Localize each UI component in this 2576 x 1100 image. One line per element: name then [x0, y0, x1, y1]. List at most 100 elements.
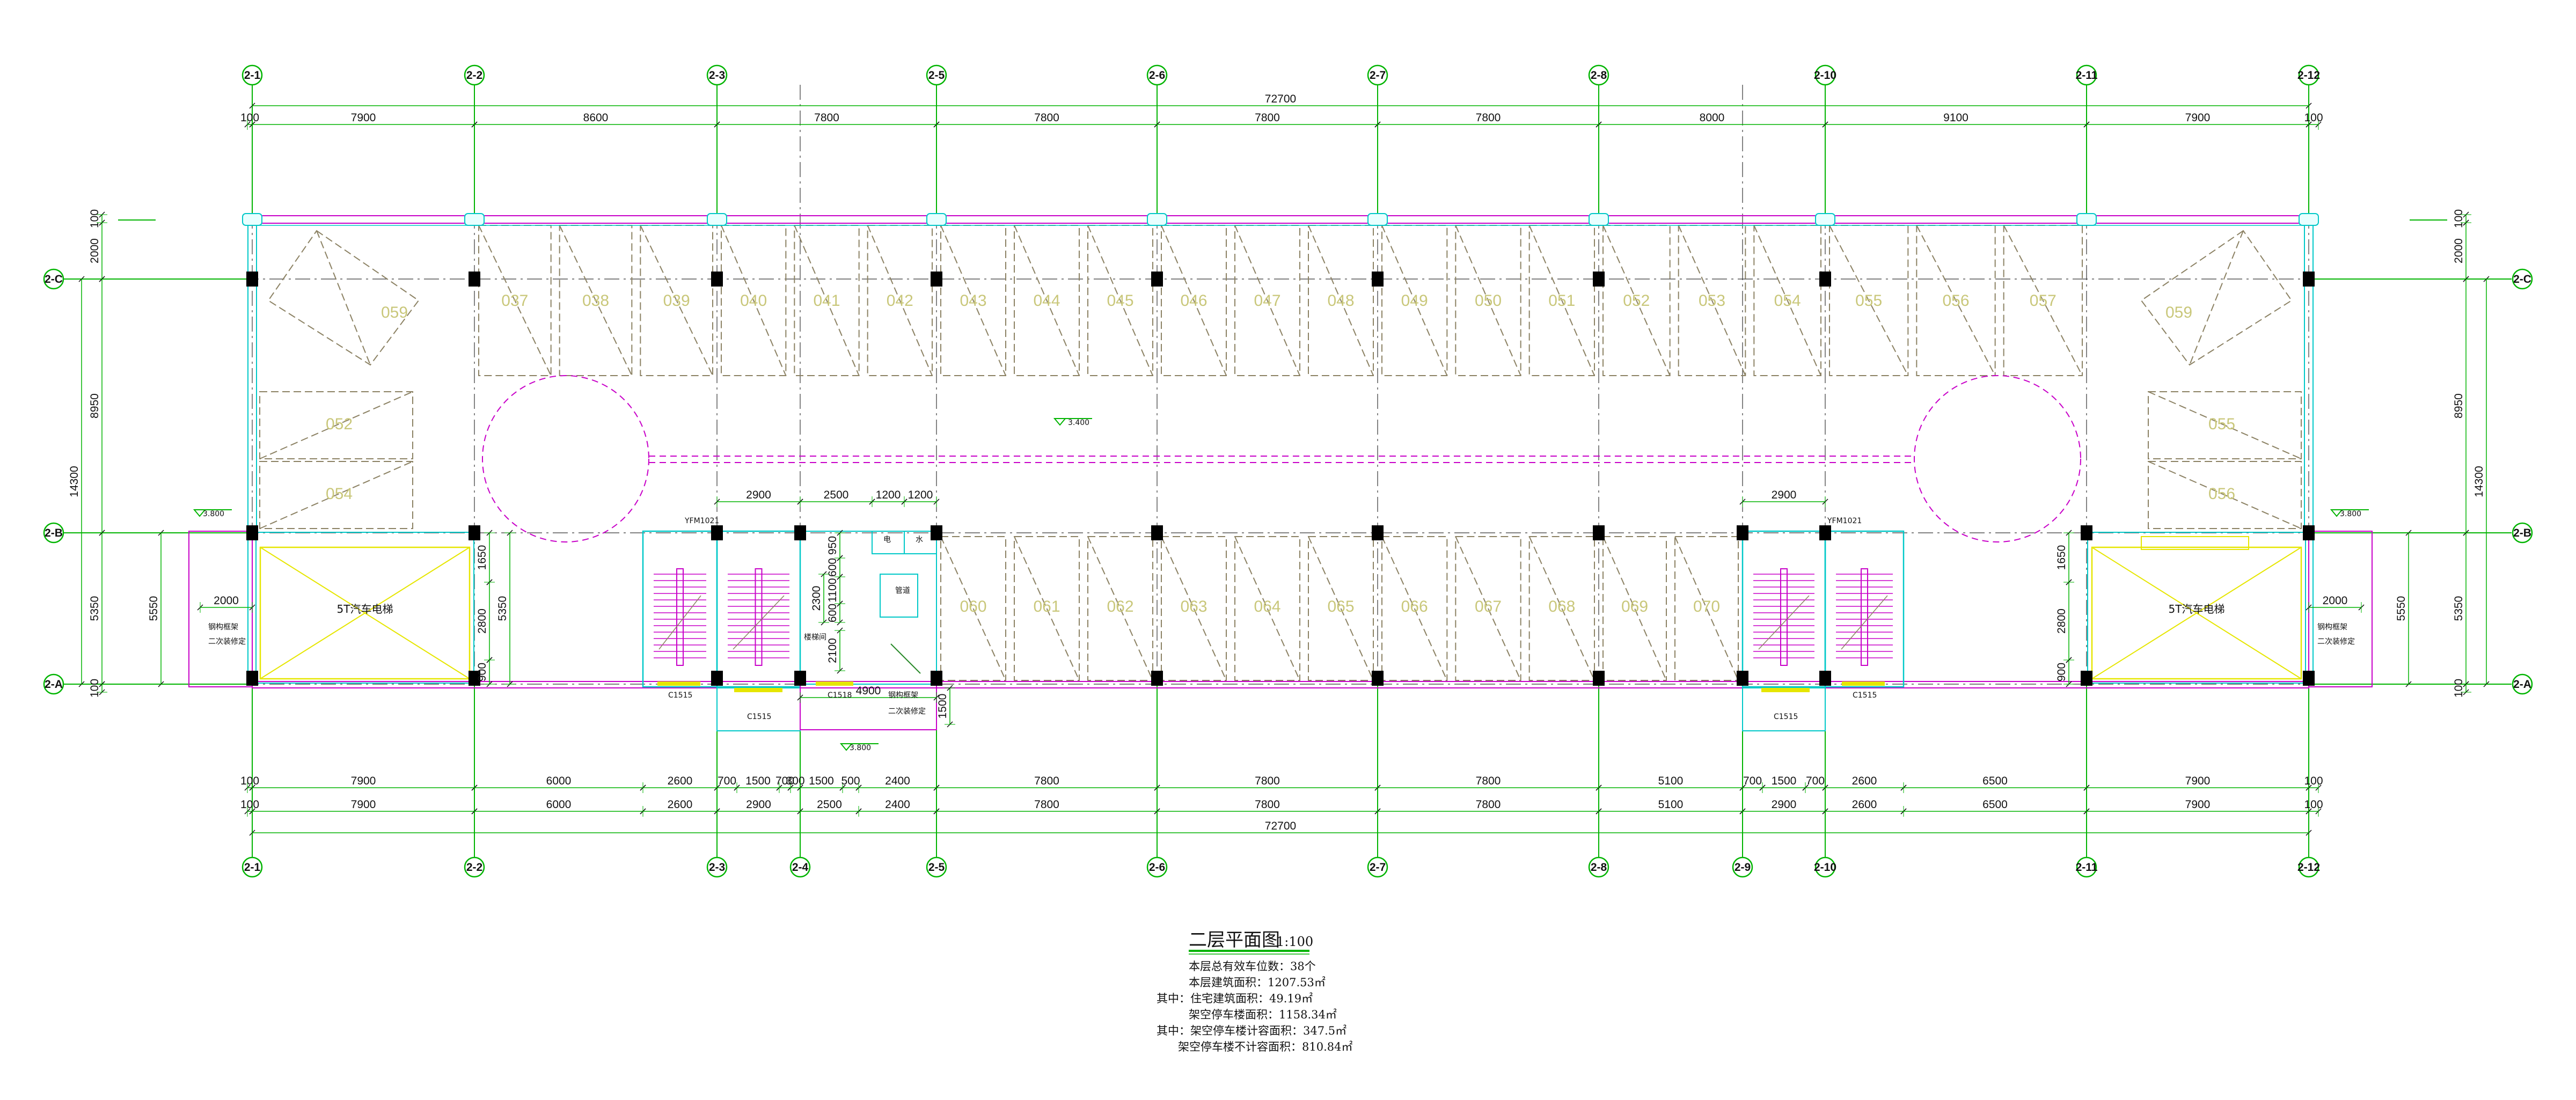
parking-slot-diag — [1161, 225, 1227, 376]
parking-slot-number: 041 — [813, 292, 840, 310]
dim-right-1-text: 2000 — [2453, 238, 2465, 263]
column-cap — [926, 213, 947, 226]
elevator-right-note-2: 二次装修定 — [2317, 637, 2355, 646]
elevation-marker-1 — [193, 509, 207, 517]
parking-slot-number: 056 — [2208, 485, 2235, 503]
parking-slot-diag — [1602, 536, 1667, 681]
dim-left-6-text: 5550 — [148, 596, 160, 621]
parking-slot-diag — [794, 225, 860, 376]
dim-inner-v-7-text: 1650 — [476, 545, 488, 570]
column-b — [1151, 525, 1163, 540]
column-b — [2081, 525, 2092, 540]
window-4 — [1842, 681, 1885, 686]
axis-right-2-A-circle — [2512, 673, 2533, 695]
parking-slot-diag — [1528, 225, 1595, 376]
parking-slot-number: 038 — [582, 292, 609, 310]
dim-left-h-7-text: 2000 — [214, 595, 239, 607]
axis-right-2-A-label: 2-A — [2513, 678, 2531, 691]
column-cap — [2299, 213, 2319, 226]
note-line-2: 本层建筑面积：1207.53㎡ — [1189, 976, 1326, 989]
window-c1515-4: C1515 — [1853, 691, 1877, 700]
note-line-1: 本层总有效车位数：38个 — [1189, 960, 1316, 973]
parking-slot-number: 059 — [2165, 304, 2192, 321]
dim-bot1-5-text: 1500 — [745, 775, 771, 787]
parking-slot-right — [2148, 391, 2302, 459]
dim-inner-v-11-text: 1650 — [2055, 545, 2068, 570]
note-line-4: 架空停车楼面积：1158.34㎡ — [1189, 1008, 1337, 1021]
axis-top-2-3-circle — [706, 64, 728, 86]
column-c — [1151, 272, 1163, 287]
column-b — [1819, 525, 1831, 540]
column-c — [1372, 272, 1384, 287]
column-cap — [1815, 213, 1835, 226]
parking-slot-number: 051 — [1548, 292, 1575, 310]
dim-inner-v-17-text: 600 — [826, 604, 839, 622]
column-a — [711, 671, 723, 686]
parking-slot-number: 050 — [1475, 292, 1502, 310]
dim-top-6-text: 7800 — [1476, 112, 1501, 124]
parking-slot-number: 046 — [1180, 292, 1207, 310]
dim-bot2-13-text: 6500 — [1982, 798, 2008, 811]
column-c — [246, 272, 258, 287]
column-b — [1372, 525, 1384, 540]
parking-slot-top — [867, 225, 933, 376]
parking-slot-diag — [867, 225, 933, 376]
parking-slot-top — [940, 225, 1006, 376]
axis-top-2-11-label: 2-11 — [2076, 69, 2098, 82]
axis-top-2-2-circle — [464, 64, 485, 86]
parking-slot-left — [259, 461, 413, 529]
note-line-6: 架空停车楼不计容面积：810.84㎡ — [1178, 1040, 1352, 1053]
parking-slot-number: 054 — [326, 485, 353, 503]
room-well-electric: 电 — [883, 536, 891, 544]
elevator-left-label: 5T汽车电梯 — [337, 603, 393, 615]
column-a — [1593, 671, 1605, 686]
dim-inner-v-8-text: 2800 — [476, 608, 488, 634]
axis-bottom-2-5-label: 2-5 — [928, 861, 945, 874]
dim-inner-v-13-text: 900 — [2055, 663, 2068, 681]
dim-bot1-11-text: 7800 — [1034, 775, 1059, 787]
dim-bot2-3-text: 2600 — [668, 798, 693, 811]
dim-bot1-13-text: 7800 — [1476, 775, 1501, 787]
elevator-cross-b-0 — [260, 547, 470, 679]
parking-slot-diag — [1455, 536, 1521, 681]
axis-top-2-11-circle — [2076, 64, 2097, 86]
parking-slot-top — [721, 225, 787, 376]
parking-slot-right-angled — [2140, 230, 2293, 366]
axis-bottom-2-8-circle — [1588, 856, 1609, 878]
parking-slot-bottom — [1528, 536, 1596, 681]
dim-bot2-8-text: 7800 — [1255, 798, 1280, 811]
parking-slot-top — [1381, 225, 1448, 376]
parking-slot-diag — [2003, 225, 2083, 376]
stair-bump-right — [1742, 687, 1826, 731]
stair-right-a-handrail — [1780, 568, 1788, 666]
elevator-shaft-0 — [255, 532, 474, 684]
dim-bot1-9-text: 500 — [841, 775, 860, 787]
axis-right-2-C-label: 2-C — [2513, 273, 2531, 285]
axis-bottom-2-10-label: 2-10 — [1814, 861, 1836, 874]
window-c1515-1: C1515 — [668, 691, 692, 700]
window-2 — [816, 681, 853, 686]
parking-slot-number: 044 — [1033, 292, 1060, 310]
parking-slot-top — [1753, 225, 1821, 376]
axis-top-2-6-label: 2-6 — [1149, 69, 1165, 82]
dim-bot1-4-text: 700 — [718, 775, 736, 787]
dim-bot1-20-text: 7900 — [2185, 775, 2211, 787]
dim-bot2-14-text: 7900 — [2185, 798, 2211, 811]
top-parapet — [252, 215, 2309, 224]
column-a — [931, 671, 942, 686]
elevator-shaft-1 — [2087, 532, 2306, 684]
dim-bot1-7-text: 300 — [786, 775, 804, 787]
dim-bot2-1-text: 7900 — [351, 798, 376, 811]
room-well-water: 水 — [916, 536, 923, 544]
column-b — [1737, 525, 1748, 540]
parking-slot-diag — [1308, 536, 1374, 681]
parking-slot-number: 065 — [1327, 598, 1354, 615]
parking-slot-number: 043 — [960, 292, 986, 310]
parking-slot-bottom — [940, 536, 1006, 681]
column-cap — [242, 213, 262, 226]
room-labels — [118, 219, 2447, 751]
axis-top-2-7-circle — [1367, 64, 1388, 86]
dim-bot2-12-text: 2600 — [1852, 798, 1877, 811]
ramp-arrow — [890, 643, 921, 674]
